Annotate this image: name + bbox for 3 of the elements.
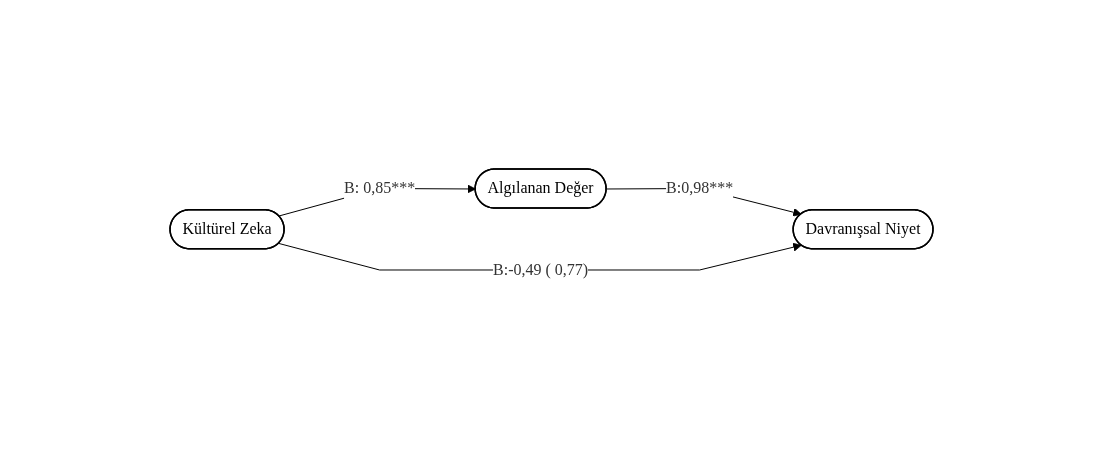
edge-label: B: 0,85*** bbox=[343, 179, 415, 196]
edge-label: B:0,98*** bbox=[665, 179, 733, 196]
edge-label: B:-0,49 ( 0,77) bbox=[492, 260, 588, 278]
